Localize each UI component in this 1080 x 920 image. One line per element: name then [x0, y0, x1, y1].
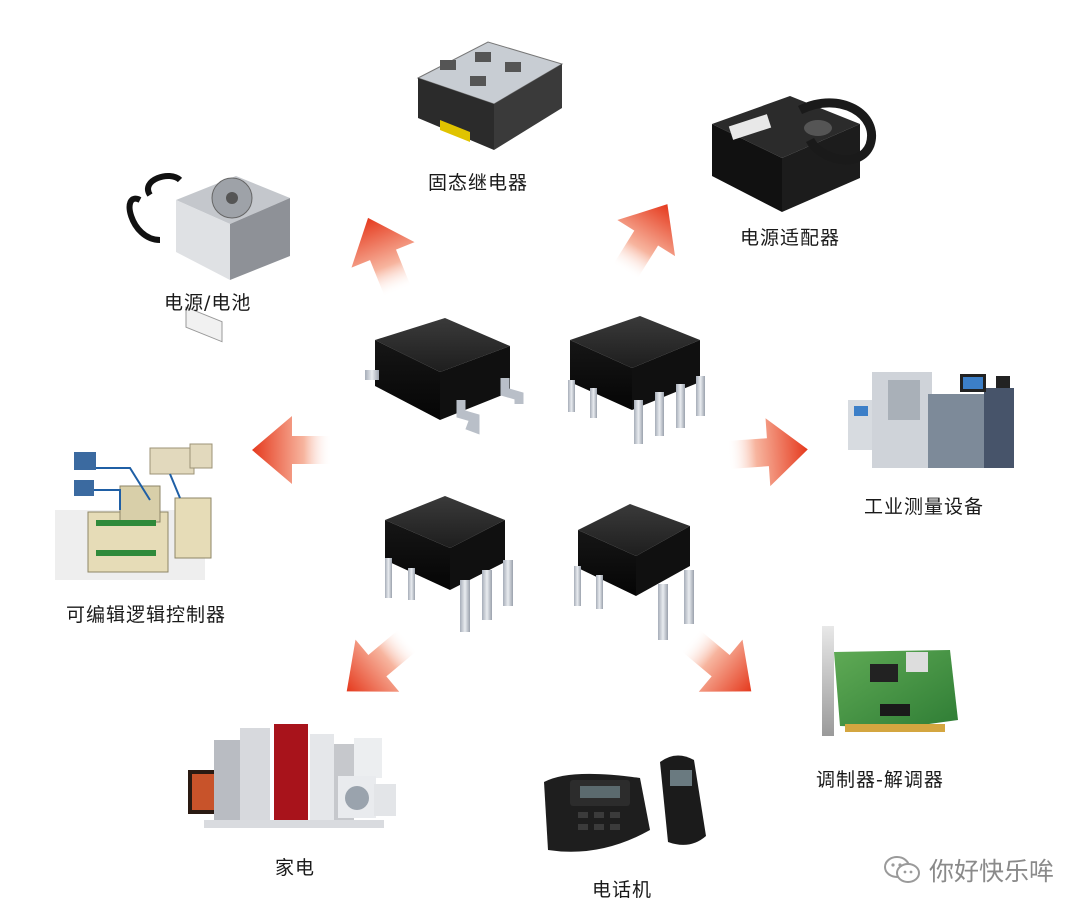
label-home-appliances: 家电 [275, 857, 316, 879]
solid-state-relay-icon [416, 41, 564, 150]
label-power-adapter: 电源适配器 [740, 227, 841, 249]
arrow-to-ssr [336, 205, 430, 305]
label-telephone: 电话机 [592, 879, 653, 901]
wechat-icon [883, 856, 920, 883]
chip-smd [365, 318, 524, 435]
industrial-equipment-icon [848, 372, 1014, 468]
chip-dip6a [385, 496, 513, 632]
label-industrial-equipment: 工业测量设备 [864, 496, 985, 518]
plc-controller-icon [55, 443, 213, 580]
label-plc: 可编辑逻辑控制器 [66, 604, 227, 626]
arrow-to-plc [252, 416, 332, 484]
power-adapter-icon [712, 96, 876, 212]
arrow-to-phone [668, 613, 774, 718]
watermark-text: 你好快乐哞 [928, 857, 1054, 886]
arrow-to-adapter [596, 186, 697, 291]
label-solid-state-relay: 固态继电器 [428, 172, 529, 194]
arrow-to-measurement [725, 415, 811, 489]
chip-dip6b [574, 504, 694, 640]
home-appliances-icon [188, 724, 396, 828]
power-supply-icon [126, 173, 290, 343]
label-modem: 调制器-解调器 [816, 769, 944, 791]
label-power-supply: 电源/电池 [164, 292, 252, 314]
arrow-to-home [324, 613, 430, 718]
chip-dip8 [568, 316, 705, 444]
modem-card-icon [822, 626, 958, 736]
watermark: 你好快乐哞 [883, 852, 1054, 888]
telephone-icon [544, 755, 706, 852]
